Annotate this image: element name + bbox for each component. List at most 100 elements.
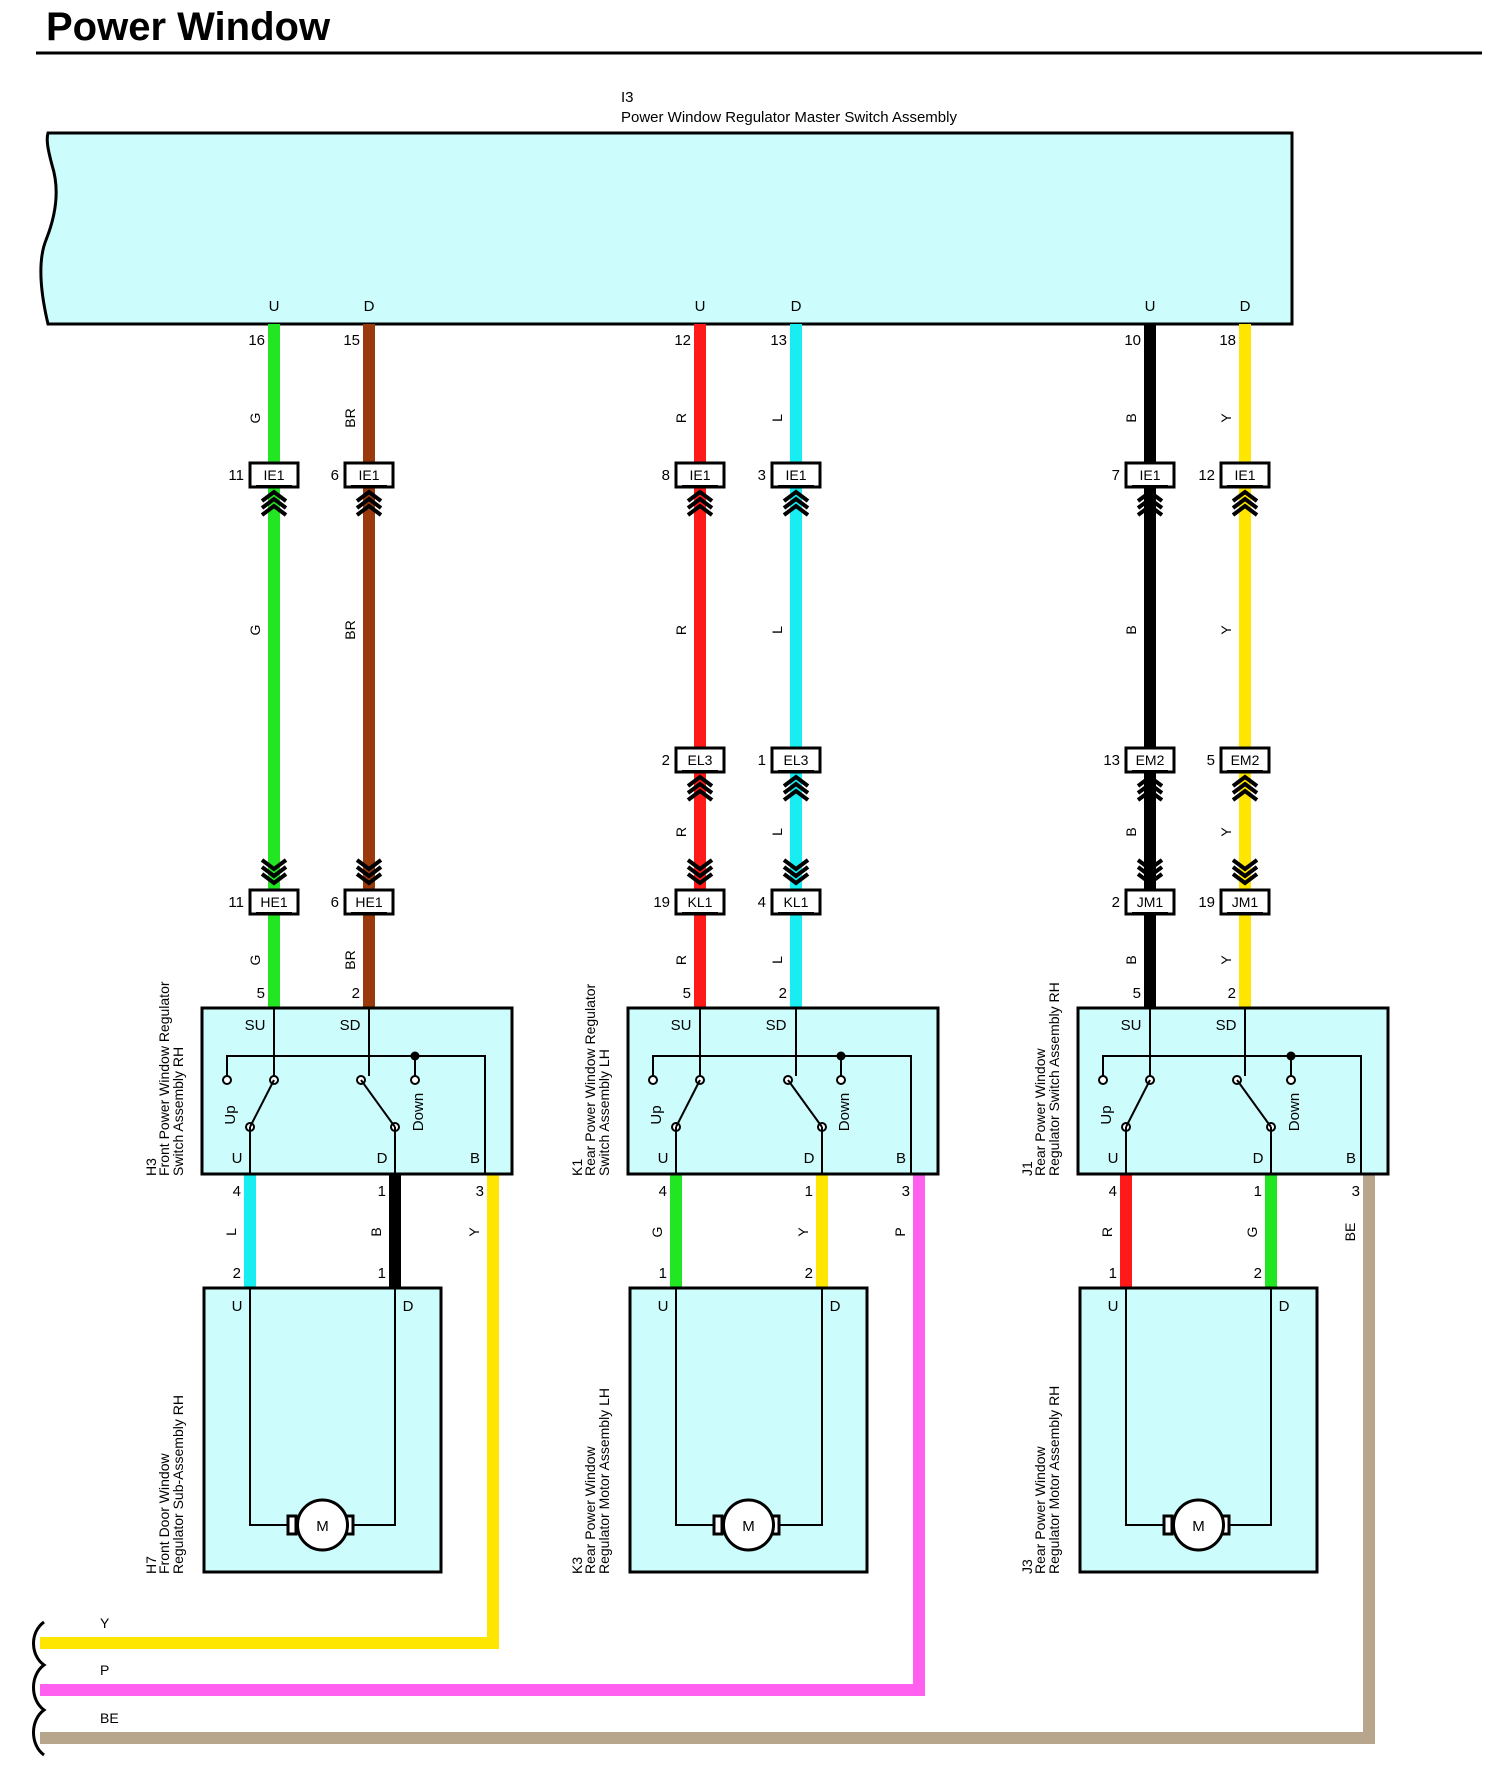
switch-pin: 5 — [683, 985, 691, 1002]
connector-IE1-name: IE1 — [358, 467, 379, 483]
connector-HE1-pin: 6 — [331, 894, 339, 911]
wire-code: B — [368, 1227, 384, 1236]
connector-EM2-name: EM2 — [1136, 752, 1165, 768]
connector-IE1-pin: 6 — [331, 467, 339, 484]
switch-pin: 2 — [1228, 985, 1236, 1002]
wire-code: Y — [1218, 413, 1234, 423]
wire-code: Y — [1218, 827, 1234, 837]
connector-IE1-name: IE1 — [1139, 467, 1160, 483]
switch-u-label: U — [658, 1150, 669, 1167]
master-pin: 12 — [674, 332, 691, 349]
switch-pin: 2 — [352, 985, 360, 1002]
switch-down-label: Down — [836, 1093, 853, 1131]
switch-d-label: D — [1253, 1150, 1264, 1167]
master-terminal-down: D — [1240, 298, 1251, 315]
connector-KL1-pin: 19 — [653, 894, 670, 911]
switch-up-label: Up — [1098, 1105, 1115, 1124]
switch-up-label: Up — [222, 1105, 239, 1124]
connector-JM1: JM1 2 — [1112, 888, 1176, 916]
connector-EL3-pin: 2 — [662, 752, 670, 769]
master-id: I3 — [621, 89, 634, 106]
wire-code: R — [673, 413, 689, 423]
switch-pin: 1 — [1254, 1183, 1262, 1200]
switch-d-label: D — [377, 1150, 388, 1167]
master-pin: 10 — [1124, 332, 1141, 349]
motor-name: Regulator Motor Assembly LH — [596, 1388, 612, 1574]
wire-code: BE — [1342, 1223, 1358, 1242]
switch-b-label: B — [896, 1150, 906, 1167]
motor-m-label: M — [316, 1518, 329, 1535]
connector-IE1-pin: 11 — [228, 467, 244, 484]
switch-id: K1 — [569, 1159, 585, 1176]
connector-IE1-name: IE1 — [1234, 467, 1255, 483]
connector-chevron-icon — [355, 858, 383, 886]
connector-KL1-name: KL1 — [688, 894, 713, 910]
wire-code: R — [673, 625, 689, 635]
connector-JM1-pin: 2 — [1112, 894, 1120, 911]
wire-code: G — [247, 625, 263, 636]
motor-id: J3 — [1019, 1559, 1035, 1574]
connector-KL1-name: KL1 — [784, 894, 809, 910]
motor-id: K3 — [569, 1557, 585, 1574]
wire-code: G — [247, 955, 263, 966]
connector-IE1-pin: 12 — [1198, 467, 1215, 484]
switch-name: Rear Power Window Regulator — [582, 983, 598, 1176]
switch-b-label: B — [1346, 1150, 1356, 1167]
connector-JM1-name: JM1 — [1137, 894, 1164, 910]
master-switch-box — [39, 131, 1294, 326]
connector-chevron-icon — [1136, 489, 1164, 517]
motor-d-label: D — [830, 1298, 841, 1315]
connector-chevron-icon — [782, 489, 810, 517]
connector-chevron-icon — [1231, 774, 1259, 802]
wire-code: L — [223, 1228, 239, 1236]
switch-sd-label: SD — [340, 1017, 361, 1034]
connector-chevron-icon — [686, 489, 714, 517]
wire-code: Y — [1218, 955, 1234, 965]
wire-code: R — [1099, 1227, 1115, 1237]
connector-chevron-icon — [260, 858, 288, 886]
master-terminal-up: U — [1145, 298, 1156, 315]
switch-down-label: Down — [410, 1093, 427, 1131]
connector-chevron-icon — [686, 858, 714, 886]
bus-label: BE — [100, 1710, 119, 1726]
master-pin: 18 — [1219, 332, 1236, 349]
master-terminal-up: U — [695, 298, 706, 315]
wire-code: B — [1123, 413, 1139, 422]
switch-su-label: SU — [245, 1017, 266, 1034]
page-title: Power Window — [46, 5, 331, 49]
bus-wire-Y — [40, 1174, 499, 1649]
master-pin: 13 — [770, 332, 787, 349]
motor-pin: 1 — [1109, 1265, 1117, 1282]
master-pin: 16 — [248, 332, 265, 349]
connector-EL3-pin: 1 — [758, 752, 766, 769]
wire-code: Y — [466, 1227, 482, 1237]
connector-chevron-icon — [1231, 489, 1259, 517]
motor-name: Regulator Motor Assembly RH — [1046, 1386, 1062, 1574]
motor-d-label: D — [1279, 1298, 1290, 1315]
motor-pin: 1 — [659, 1265, 667, 1282]
switch-id: J1 — [1019, 1161, 1035, 1176]
wire-code: BR — [342, 408, 358, 427]
wire-code: G — [247, 413, 263, 424]
motor-d-label: D — [403, 1298, 414, 1315]
switch-down-label: Down — [1286, 1093, 1303, 1131]
master-terminal-up: U — [269, 298, 280, 315]
wire-code: R — [673, 955, 689, 965]
switch-d-label: D — [804, 1150, 815, 1167]
motor-pin: 2 — [805, 1265, 813, 1282]
connector-chevron-icon — [782, 858, 810, 886]
